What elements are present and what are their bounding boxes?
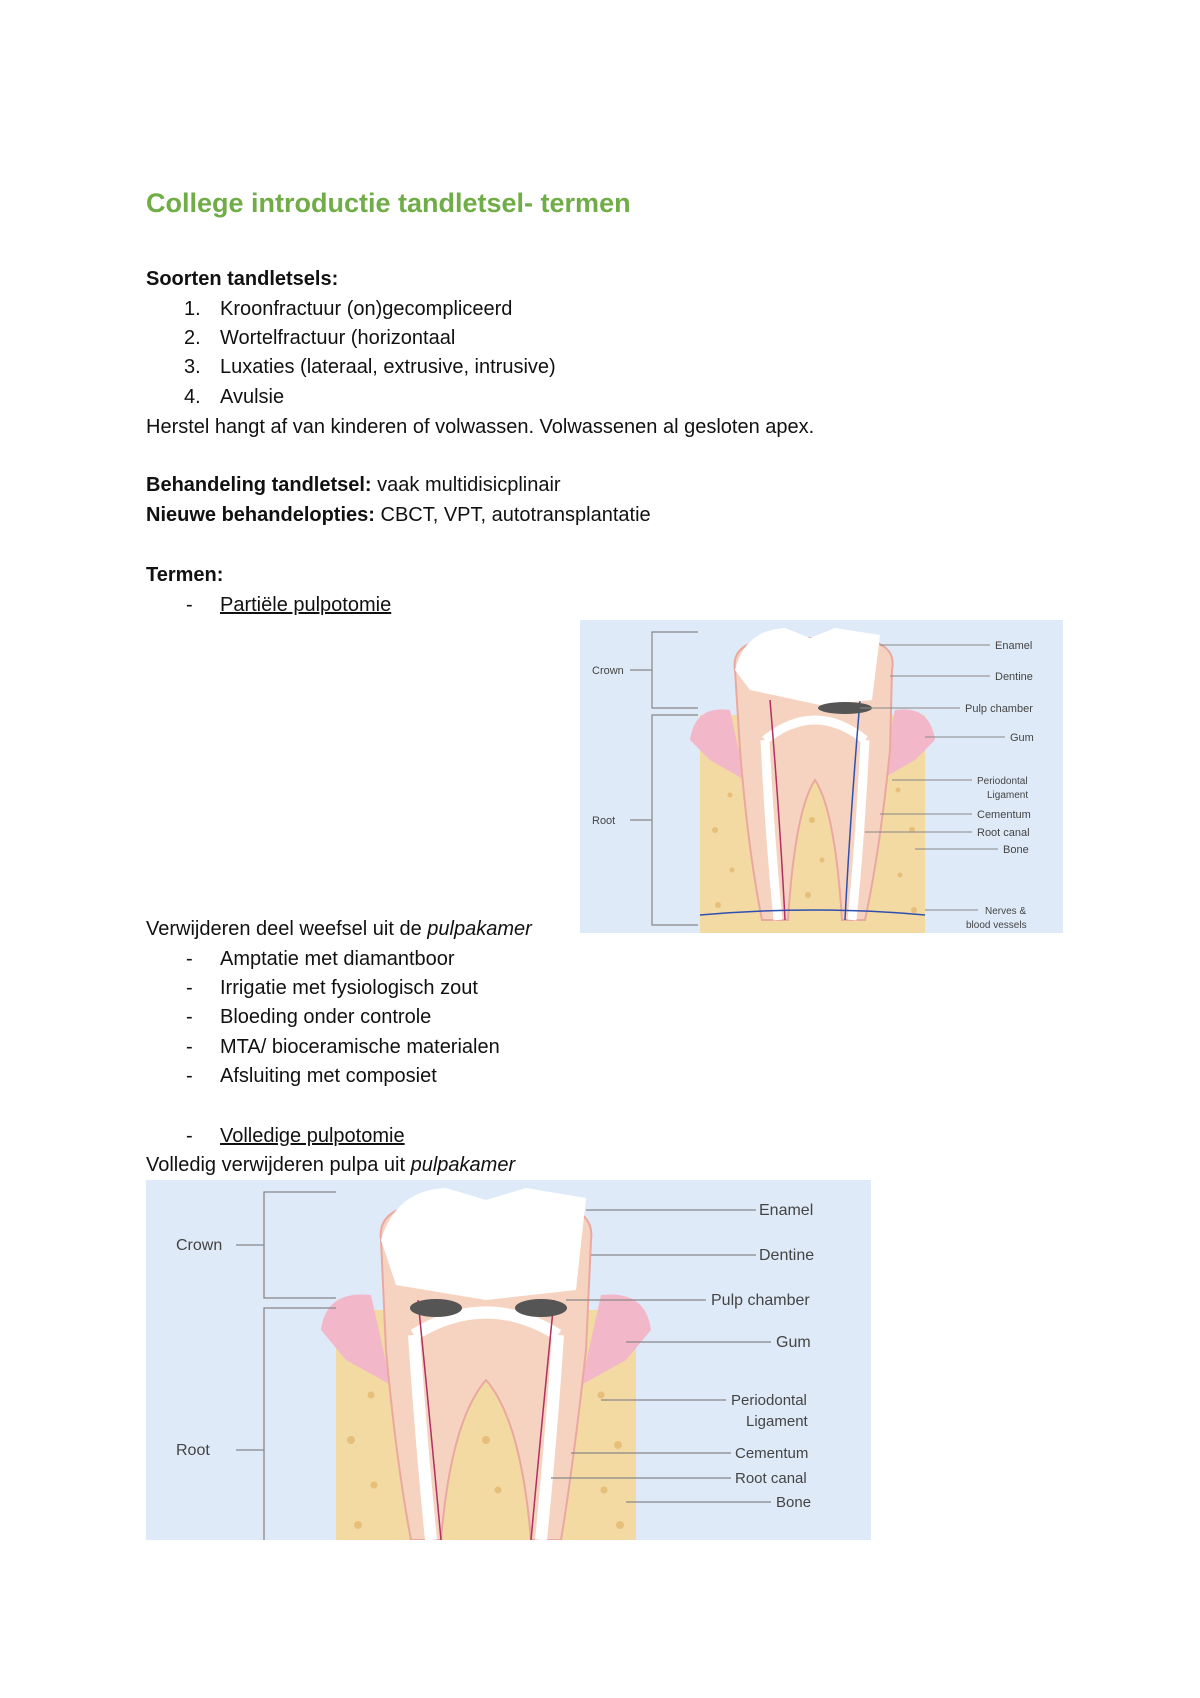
label-bone: Bone xyxy=(1003,844,1029,856)
dash-bullet: - xyxy=(186,1036,193,1058)
list-item: Wortelfractuur (horizontaal xyxy=(220,327,456,349)
dash-bullet: - xyxy=(186,594,193,616)
full-description: Volledig verwijderen pulpa uit pulpakame… xyxy=(146,1152,515,1178)
full-desc-italic: pulpakamer xyxy=(410,1154,516,1176)
pulp-cap-left xyxy=(410,1299,462,1317)
label-crown: Crown xyxy=(592,665,624,677)
label-ligament: Ligament xyxy=(987,790,1028,801)
dash-bullet: - xyxy=(186,977,193,999)
label-pulp-chamber: Pulp chamber xyxy=(711,1292,810,1309)
list-item: Luxaties (lateraal, extrusive, intrusive… xyxy=(220,356,556,378)
gum-left xyxy=(321,1294,391,1385)
nerve-left xyxy=(769,699,786,921)
label-root: Root xyxy=(592,815,615,827)
root-canal-left xyxy=(408,1334,437,1540)
root-bracket xyxy=(236,1307,336,1540)
step-item: Amptatie met diamantboor xyxy=(220,948,455,970)
label-crown: Crown xyxy=(176,1237,222,1254)
gum-left xyxy=(690,709,745,780)
label-root: Root xyxy=(176,1442,210,1459)
list-number: 3. xyxy=(184,356,201,378)
dash-bullet: - xyxy=(186,948,193,970)
tooth-diagram-svg: Crown Root Enamel Dentine Pulp chamber G… xyxy=(176,1188,814,1540)
label-cementum: Cementum xyxy=(977,809,1031,821)
partial-desc-prefix: Verwijderen deel weefsel uit de xyxy=(146,918,428,940)
label-periodontal: Periodontal xyxy=(731,1392,807,1409)
label-enamel: Enamel xyxy=(759,1202,813,1219)
tooth-diagram-svg: Crown Root Enamel Dentine Pulp chamber G… xyxy=(592,628,1034,933)
gum-right xyxy=(581,1294,651,1385)
enamel-shape xyxy=(381,1188,586,1300)
page-title: College introductie tandletsel- termen xyxy=(146,188,631,218)
pulp-cap-right xyxy=(515,1299,567,1317)
label-root-canal: Root canal xyxy=(977,827,1030,839)
leader-lines xyxy=(860,644,1005,911)
leader-lines xyxy=(551,1209,771,1503)
tooth-diagram-partial: Crown Root Enamel Dentine Pulp chamber G… xyxy=(580,620,1063,933)
enamel-shape xyxy=(735,628,880,705)
partial-desc-italic: pulpakamer xyxy=(427,918,532,940)
full-pulpotomy-title: Volledige pulpotomie xyxy=(220,1125,405,1147)
treatment-label: Behandeling tandletsel: xyxy=(146,474,372,496)
label-bone: Bone xyxy=(776,1494,811,1511)
root-canal-left xyxy=(760,739,783,921)
partial-description: Verwijderen deel weefsel uit de pulpakam… xyxy=(146,916,532,942)
vessels-bottom xyxy=(699,909,926,916)
step-item: Bloeding onder controle xyxy=(220,1006,432,1028)
new-options-line: Nieuwe behandelopties: CBCT, VPT, autotr… xyxy=(146,502,651,528)
crown-bracket xyxy=(630,631,698,709)
dash-bullet: - xyxy=(186,1006,193,1028)
full-desc-prefix: Volledig verwijderen pulpa uit xyxy=(146,1154,411,1176)
dash-bullet: - xyxy=(186,1065,193,1087)
list-number: 2. xyxy=(184,327,201,349)
label-blood-vessels: blood vessels xyxy=(966,920,1027,931)
root-bracket xyxy=(630,714,698,926)
label-dentine: Dentine xyxy=(995,671,1033,683)
label-nerves: Nerves & xyxy=(985,906,1026,917)
new-options-value: CBCT, VPT, autotransplantatie xyxy=(374,504,651,526)
label-root-canal: Root canal xyxy=(735,1470,807,1487)
treatment-line: Behandeling tandletsel: vaak multidisicp… xyxy=(146,472,561,498)
list-item: Kroonfractuur (on)gecompliceerd xyxy=(220,298,513,320)
step-item: Irrigatie met fysiologisch zout xyxy=(220,977,478,999)
crown-bracket xyxy=(236,1191,336,1299)
label-dentine: Dentine xyxy=(759,1247,814,1264)
tooth-diagram-full: Crown Root Enamel Dentine Pulp chamber G… xyxy=(146,1180,871,1540)
terms-heading: Termen: xyxy=(146,564,224,586)
gum-right xyxy=(880,709,935,780)
pulp-cap xyxy=(818,702,872,714)
types-heading: Soorten tandletsels: xyxy=(146,268,339,290)
step-item: Afsluiting met composiet xyxy=(220,1065,437,1087)
dash-bullet: - xyxy=(186,1125,193,1147)
step-item: MTA/ bioceramische materialen xyxy=(220,1036,500,1058)
list-number: 4. xyxy=(184,386,201,408)
label-ligament: Ligament xyxy=(746,1413,809,1430)
label-cementum: Cementum xyxy=(735,1445,808,1462)
label-gum: Gum xyxy=(1010,732,1034,744)
recovery-note: Herstel hangt af van kinderen of volwass… xyxy=(146,416,815,438)
partial-pulpotomy-title: Partiële pulpotomie xyxy=(220,594,392,616)
new-options-label: Nieuwe behandelopties: xyxy=(146,504,375,526)
nerve-right xyxy=(530,1299,555,1540)
pulp-arch xyxy=(410,1306,562,1341)
list-number: 1. xyxy=(184,298,201,320)
treatment-value: vaak multidisicplinair xyxy=(371,474,561,496)
label-periodontal: Periodontal xyxy=(977,776,1028,787)
label-pulp-chamber: Pulp chamber xyxy=(965,703,1033,715)
pulp-arch xyxy=(762,715,868,744)
root-canal-right xyxy=(535,1334,564,1540)
label-gum: Gum xyxy=(776,1334,811,1351)
nerve-right xyxy=(844,699,861,921)
root-canal-right xyxy=(847,739,870,921)
list-item: Avulsie xyxy=(220,386,285,408)
nerve-left xyxy=(417,1299,442,1540)
label-enamel: Enamel xyxy=(995,640,1032,652)
